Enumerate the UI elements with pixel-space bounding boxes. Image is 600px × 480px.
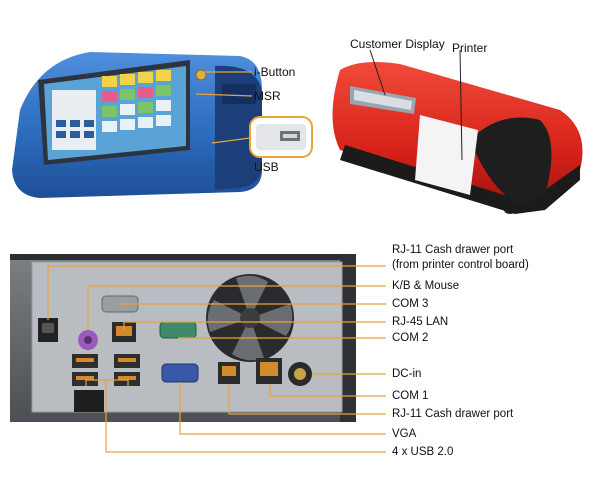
- rj45-label: RJ-45 LAN: [392, 316, 449, 328]
- vga-label: VGA: [392, 428, 417, 440]
- pos-terminal-image: [12, 52, 262, 198]
- rj11-cash-drawer-label: RJ-11 Cash drawer port: [392, 408, 514, 420]
- com1-label: COM 1: [392, 390, 429, 402]
- leader-lines-ports: [47, 265, 386, 453]
- customer-display-label: Customer Display: [350, 37, 445, 51]
- leader-lines-top: [195, 71, 253, 144]
- usb2-label: 4 x USB 2.0: [392, 446, 454, 458]
- dc-in-label: DC-in: [392, 368, 422, 380]
- port-panel-image: [10, 254, 356, 422]
- com3-label: COM 3: [392, 298, 429, 310]
- com2-label: COM 2: [392, 332, 429, 344]
- usb-label: USB: [254, 160, 279, 174]
- printer-label: Printer: [452, 41, 488, 55]
- kb-mouse-label: K/B & Mouse: [392, 280, 460, 292]
- rj11-cash-drawer-printer-sublabel: (from printer control board): [392, 259, 529, 271]
- rj11-cash-drawer-printer-label: RJ-11 Cash drawer port: [392, 244, 514, 256]
- usb-inset-image: [249, 116, 313, 158]
- ibutton-label: i-Button: [254, 65, 296, 79]
- printer-image: [332, 49, 583, 214]
- msr-label: MSR: [254, 89, 281, 103]
